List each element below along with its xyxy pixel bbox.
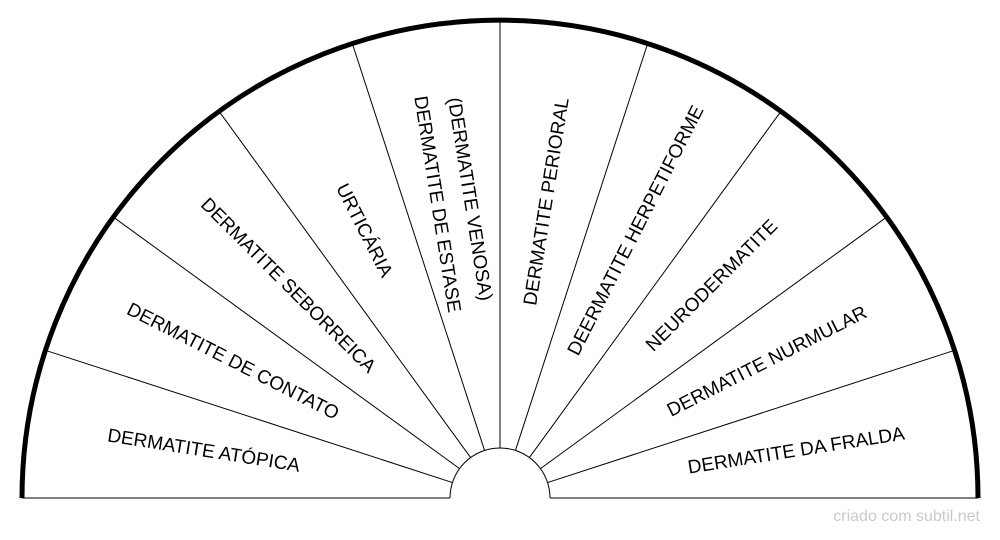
sector-lines [22, 20, 978, 498]
sector-divider [514, 43, 649, 451]
inner-semicircle [449, 447, 551, 499]
diagram-frame [19, 17, 981, 499]
sector-divider [112, 216, 460, 470]
outer-arc [19, 17, 981, 499]
sector-divider [540, 216, 888, 470]
sector-divider [351, 43, 486, 451]
sector-divider [528, 110, 782, 458]
sector-divider [218, 110, 472, 458]
sector-divider [547, 349, 955, 484]
credit-watermark: criado com subtil.net [833, 508, 980, 525]
sector-divider [45, 349, 453, 484]
